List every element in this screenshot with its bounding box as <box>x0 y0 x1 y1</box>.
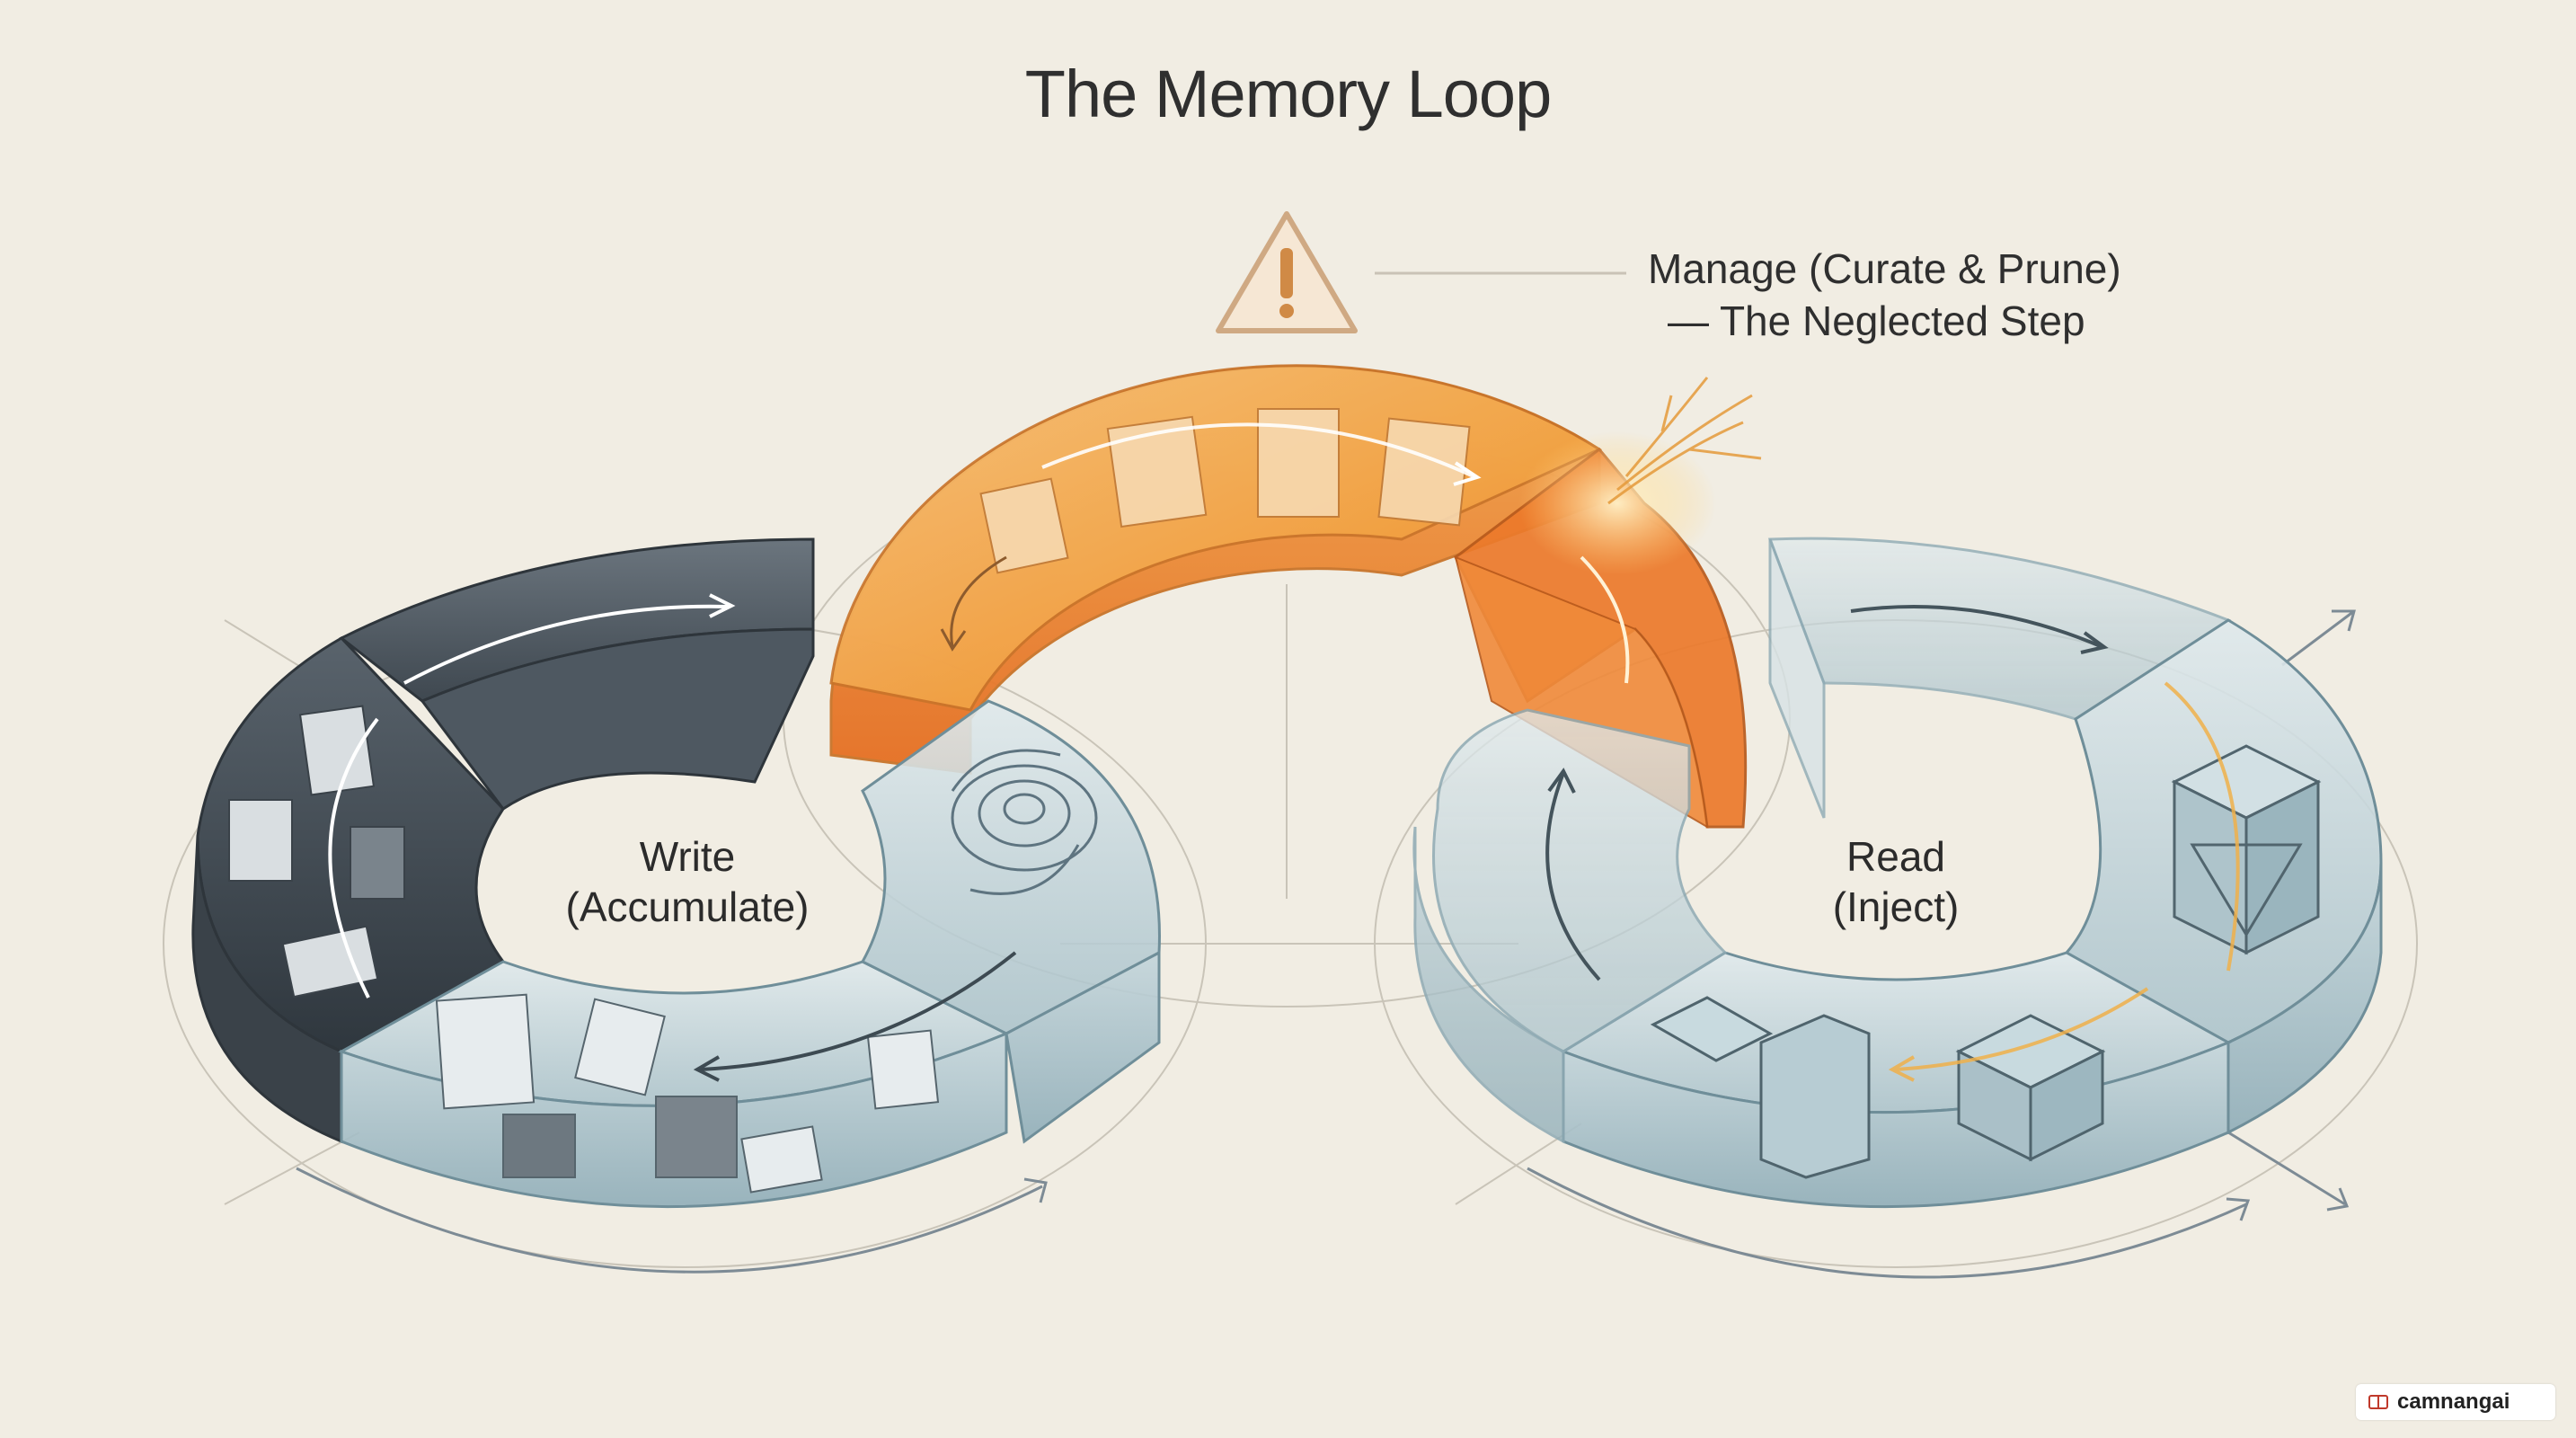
vortex-icon <box>951 749 1098 895</box>
write-label: Write (Accumulate) <box>539 831 836 932</box>
write-ring <box>191 537 1161 1208</box>
read-label-line-1: Read <box>1846 833 1945 880</box>
page-title: The Memory Loop <box>1024 57 1553 131</box>
outer-flow-arrows <box>296 609 2356 1279</box>
document-icon <box>228 705 405 999</box>
write-label-line-2: (Accumulate) <box>565 883 810 930</box>
warning-icon <box>1216 211 1358 333</box>
write-label-line-1: Write <box>639 833 736 880</box>
manage-arch <box>829 364 1762 829</box>
callout-line-1: Manage (Curate & Prune) <box>1648 245 2121 292</box>
cube-icon <box>2171 744 2322 955</box>
prune-glow <box>1518 431 1716 575</box>
manage-callout: Manage (Curate & Prune) — The Neglected … <box>1648 243 2121 347</box>
read-label: Read (Inject) <box>1788 831 2004 932</box>
badge-label: camnangai <box>2397 1389 2510 1414</box>
watermark-badge[interactable]: camnangai <box>2356 1384 2555 1420</box>
callout-line-2: — The Neglected Step <box>1668 297 2085 344</box>
read-label-line-2: (Inject) <box>1832 883 1960 930</box>
book-icon <box>2368 1395 2388 1409</box>
read-ring <box>1412 537 2383 1208</box>
